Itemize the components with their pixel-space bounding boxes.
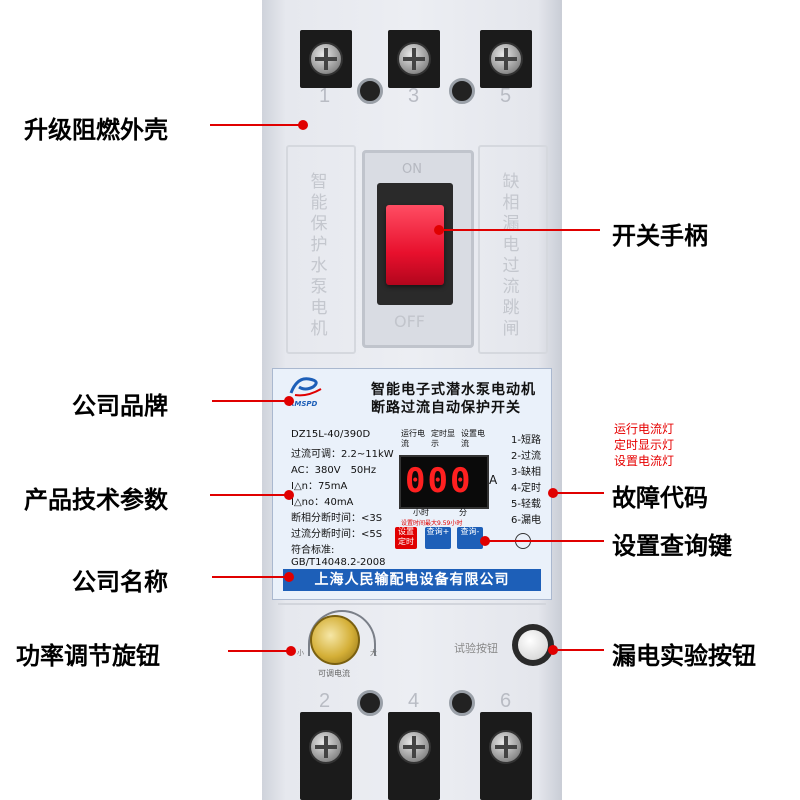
spec-line: 过流分断时间：<5S	[291, 529, 383, 540]
knob-min-label: 小	[297, 649, 304, 657]
leader-line	[486, 540, 604, 542]
screw-icon	[489, 42, 523, 76]
terminal-block	[388, 30, 440, 88]
leader-line	[210, 494, 288, 496]
spec-line: GB/T14048.2-2008	[291, 557, 386, 568]
brand-logo-icon	[287, 375, 327, 397]
terminal-number: 1	[319, 85, 331, 107]
company-name-banner: 上海人民输配电设备有限公司	[283, 569, 541, 591]
leader-dot	[298, 120, 308, 130]
leader-line	[212, 576, 288, 578]
display-unit: A	[489, 473, 498, 487]
spec-line: I△no：40mA	[291, 497, 354, 508]
leader-line	[440, 229, 600, 231]
time-label-hour: 小时	[413, 508, 429, 517]
indicator-label-set: 设置电流	[461, 429, 485, 448]
set-timer-button[interactable]: 设置定时	[395, 527, 417, 549]
left-panel	[286, 145, 356, 354]
product-label: RMSPD 智能电子式潜水泵电动机 断路过流自动保护开关 DZ15L-40/39…	[272, 368, 552, 600]
bottom-panel	[278, 603, 546, 685]
screw-hole-icon	[449, 78, 475, 104]
terminal-block	[480, 30, 532, 88]
fault-code: 6-漏电	[511, 515, 541, 526]
query-down-button[interactable]: 查询-	[457, 527, 483, 549]
screw-icon	[309, 42, 343, 76]
indicator-label-run: 运行电流	[401, 429, 425, 448]
leader-dot	[284, 490, 294, 500]
display-value: 000	[405, 461, 473, 501]
terminal-block	[480, 712, 532, 800]
leader-dot	[480, 536, 490, 546]
label-title-1: 智能电子式潜水泵电动机	[371, 382, 536, 398]
knob-max-label: 大	[370, 649, 377, 657]
screw-hole-icon	[357, 78, 383, 104]
fault-code: 3-缺相	[511, 467, 541, 478]
screw-icon	[397, 730, 431, 764]
screw-icon	[489, 730, 523, 764]
leader-line	[212, 400, 288, 402]
callout-brand: 公司品牌	[72, 392, 168, 420]
knob-caption: 可调电流	[318, 669, 350, 678]
leader-dot	[434, 225, 444, 235]
left-panel-text: 智能保护水泵电机	[310, 172, 328, 339]
terminal-number: 4	[408, 690, 420, 712]
spec-line: DZ15L-40/390D	[291, 429, 371, 440]
light-legend-set: 设置电流灯	[614, 454, 675, 468]
switch-on-label: ON	[402, 162, 422, 177]
fault-code: 4-定时	[511, 483, 541, 494]
time-label-minute: 分	[459, 508, 467, 517]
terminal-block	[300, 30, 352, 88]
brand-name: RMSPD	[289, 400, 318, 408]
leader-dot	[548, 488, 558, 498]
callout-query: 设置查询键	[612, 532, 732, 560]
leader-line	[554, 649, 604, 651]
callout-shell: 升级阻燃外壳	[24, 116, 168, 144]
label-title-2: 断路过流自动保护开关	[371, 400, 521, 416]
power-knob[interactable]	[310, 615, 360, 665]
callout-knob: 功率调节旋钮	[16, 642, 160, 670]
terminal-number: 6	[500, 690, 512, 712]
leader-dot	[548, 645, 558, 655]
spec-line: 断相分断时间：<3S	[291, 513, 383, 524]
leader-line	[554, 492, 604, 494]
spec-line: I△n：75mA	[291, 481, 348, 492]
leader-line	[228, 650, 290, 652]
spec-line: 过流可调：2.2~11kW	[291, 449, 394, 460]
led-display: 000	[399, 455, 489, 509]
screw-hole-icon	[357, 690, 383, 716]
terminal-number: 2	[319, 690, 331, 712]
leader-dot	[284, 396, 294, 406]
callout-fault: 故障代码	[612, 484, 708, 512]
switch-off-label: OFF	[394, 312, 425, 331]
right-panel	[478, 145, 548, 354]
light-legend-run: 运行电流灯	[614, 422, 675, 436]
set-time-range: 设置时间最大9.59小时	[401, 520, 463, 527]
screw-icon	[397, 42, 431, 76]
callout-params: 产品技术参数	[24, 486, 168, 514]
terminal-number: 3	[408, 85, 420, 107]
query-up-button[interactable]: 查询+	[425, 527, 451, 549]
right-panel-text: 缺相漏电过流跳闸	[502, 172, 520, 339]
spec-line: AC：380V 50Hz	[291, 465, 377, 476]
leader-line	[210, 124, 302, 126]
callout-leak: 漏电实验按钮	[612, 642, 756, 670]
terminal-number: 5	[500, 85, 512, 107]
fault-code: 5-轻载	[511, 499, 541, 510]
callout-handle: 开关手柄	[612, 222, 708, 250]
terminal-block	[388, 712, 440, 800]
terminal-block	[300, 712, 352, 800]
screw-hole-icon	[449, 690, 475, 716]
test-button-label: 试验按钮	[454, 642, 498, 655]
light-legend-timer: 定时显示灯	[614, 438, 675, 452]
spec-line: 符合标准:	[291, 545, 335, 556]
fault-code: 1-短路	[511, 435, 541, 446]
switch-handle[interactable]	[386, 205, 444, 285]
leader-dot	[284, 572, 294, 582]
indicator-label-timer: 定时显示	[431, 429, 455, 448]
screw-icon	[309, 730, 343, 764]
leakage-test-button[interactable]	[518, 630, 548, 660]
leader-dot	[286, 646, 296, 656]
callout-company-name: 公司名称	[72, 568, 168, 596]
fault-code: 2-过流	[511, 451, 541, 462]
